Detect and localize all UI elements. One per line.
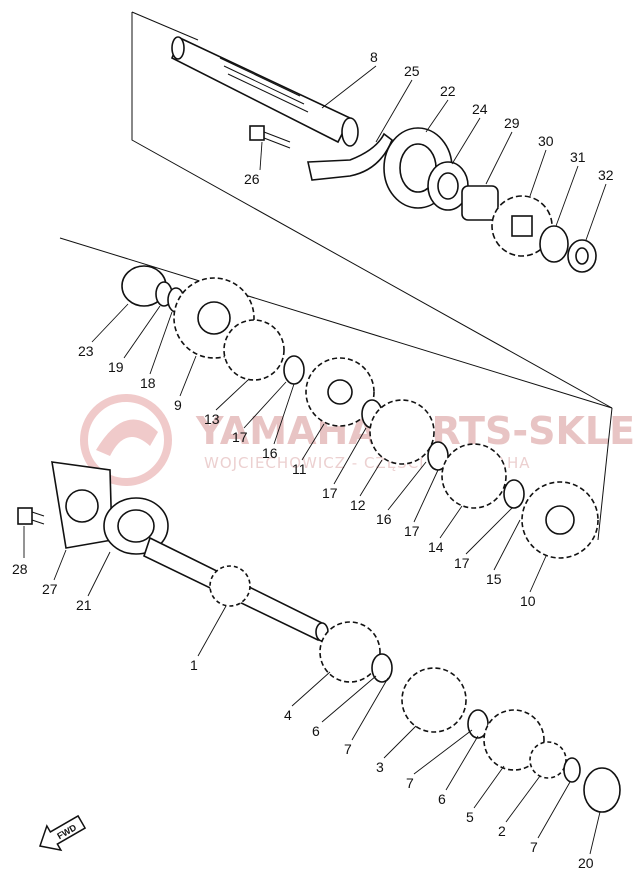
callout-label: 17 <box>322 485 338 501</box>
callout-label: 19 <box>108 359 124 375</box>
callout-label: 26 <box>244 171 260 187</box>
callout-label: 30 <box>538 133 554 149</box>
callout-label: 21 <box>76 597 92 613</box>
callout-label: 12 <box>350 497 366 513</box>
assembly-frame <box>59 11 613 541</box>
collar-part <box>427 161 469 211</box>
callout-label: 9 <box>174 397 182 413</box>
callout-label: 17 <box>232 429 248 445</box>
callout-label: 6 <box>438 791 446 807</box>
callout-label: 15 <box>486 571 502 587</box>
callout-label: 28 <box>12 561 28 577</box>
watermark-logo-icon <box>80 394 172 486</box>
callout-label: 6 <box>312 723 320 739</box>
callout-label: 24 <box>472 101 488 117</box>
callout-label: 22 <box>440 83 456 99</box>
callout-label: 17 <box>454 555 470 571</box>
callout-label: 3 <box>376 759 384 775</box>
callout-label: 7 <box>406 775 414 791</box>
callout-label: 5 <box>466 809 474 825</box>
callout-label: 16 <box>376 511 392 527</box>
callout-label: 10 <box>520 593 536 609</box>
drive-axle-part <box>170 36 359 147</box>
callout-label: 29 <box>504 115 520 131</box>
bolt-part <box>249 125 291 149</box>
main-axle-part <box>143 536 329 642</box>
watermark-logo-mark <box>96 419 158 456</box>
spacer-part <box>461 185 499 221</box>
screw-part <box>17 507 45 525</box>
lock-washer-part <box>539 225 569 263</box>
callout-label: 4 <box>284 707 292 723</box>
callout-label: 17 <box>404 523 420 539</box>
callout-label: 31 <box>570 149 586 165</box>
callout-label: 18 <box>140 375 156 391</box>
drive-sprocket-part <box>491 195 553 257</box>
oil-seal-plate-part <box>51 461 113 549</box>
leader-lines <box>23 65 607 855</box>
callout-label: 11 <box>292 461 307 477</box>
callouts: 8 25 22 24 29 30 31 32 26 23 19 18 9 13 … <box>12 49 614 871</box>
nut-part <box>567 239 597 273</box>
forward-arrow-icon: FWD <box>39 814 87 852</box>
callout-label: 14 <box>428 539 444 555</box>
callout-label: 27 <box>42 581 58 597</box>
callout-label: 25 <box>404 63 420 79</box>
callout-label: 7 <box>344 741 352 757</box>
callout-label: 1 <box>190 657 198 673</box>
retainer-plate-part <box>307 132 393 181</box>
callout-label: 20 <box>578 855 594 871</box>
callout-label: 32 <box>598 167 614 183</box>
callout-label: 16 <box>262 445 278 461</box>
lower-gear-row <box>319 621 621 813</box>
callout-label: 13 <box>204 411 220 427</box>
callout-label: 2 <box>498 823 506 839</box>
middle-gear-row <box>121 265 599 559</box>
callout-label: 23 <box>78 343 94 359</box>
callout-label: 7 <box>530 839 538 855</box>
callout-label: 8 <box>370 49 378 65</box>
